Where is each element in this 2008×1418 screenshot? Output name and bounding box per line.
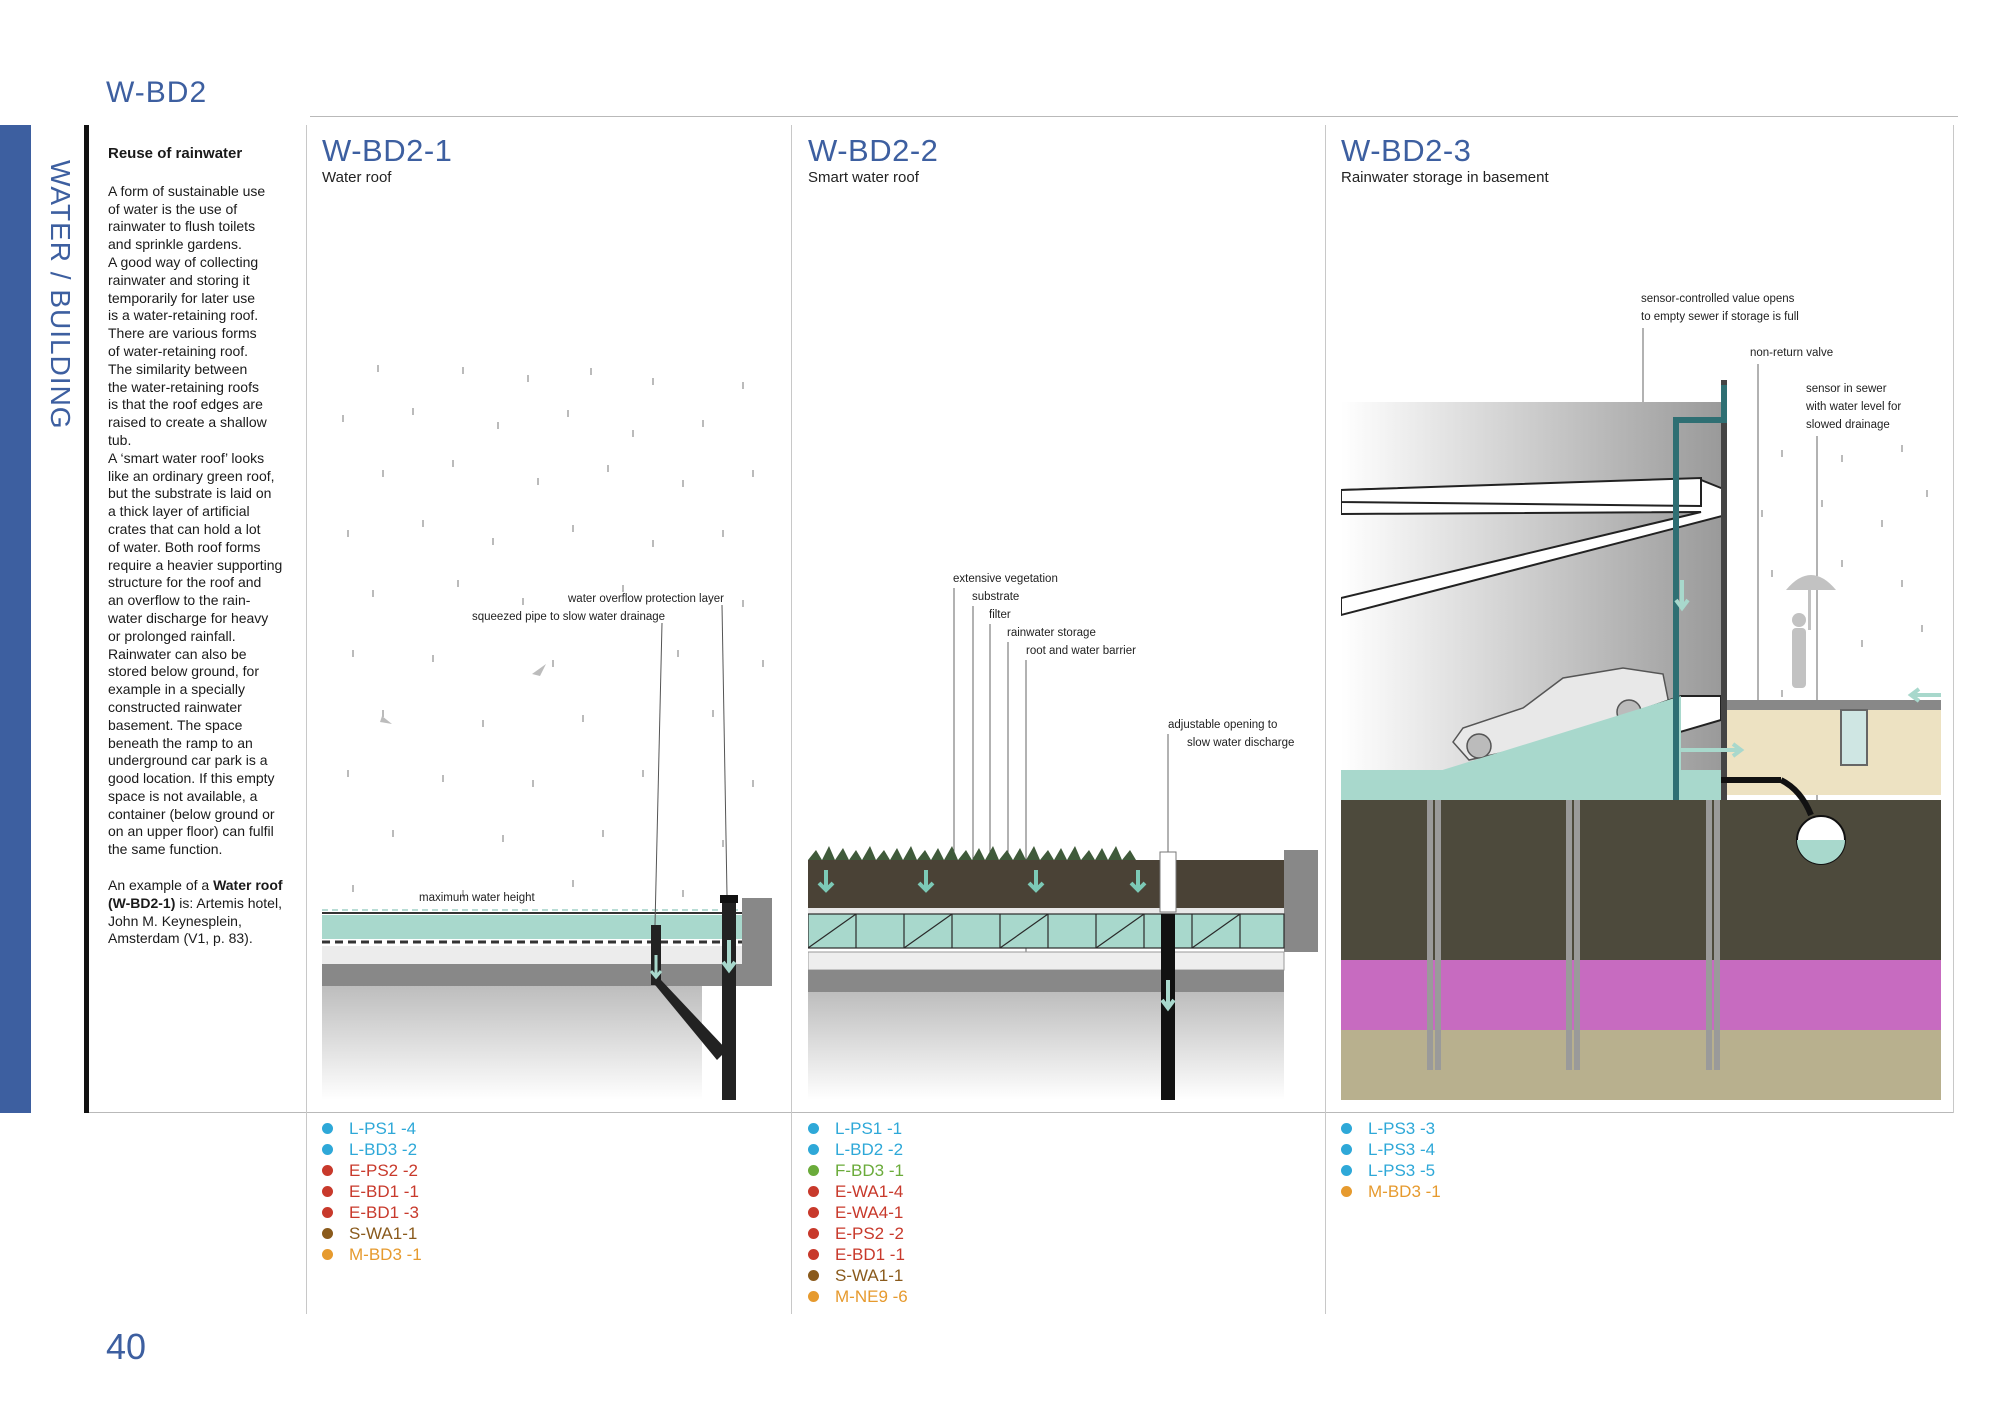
annotation-barrier: root and water barrier bbox=[1026, 645, 1136, 657]
storage-crates bbox=[808, 914, 1284, 948]
reference-item[interactable]: L-PS3 -5 bbox=[1341, 1160, 1441, 1181]
reference-item[interactable]: E-BD1 -3 bbox=[322, 1202, 422, 1223]
content-left-rule bbox=[84, 125, 89, 1113]
reference-item[interactable]: E-BD1 -1 bbox=[322, 1181, 422, 1202]
filter-layer bbox=[808, 908, 1284, 914]
column-divider bbox=[791, 125, 792, 1314]
annotation-sensor-valve: sensor-controlled value opens bbox=[1641, 293, 1795, 305]
annotation-substrate: substrate bbox=[972, 591, 1019, 603]
building-interior bbox=[322, 986, 702, 1100]
downpipe bbox=[1721, 380, 1727, 800]
reference-item[interactable]: L-PS3 -4 bbox=[1341, 1139, 1441, 1160]
intro-example: An example of a Water roof (W-BD2-1) is:… bbox=[108, 877, 298, 948]
roof-edge bbox=[1284, 850, 1318, 952]
panel-3-header: W-BD2-3 Rainwater storage in basement bbox=[1341, 133, 1549, 186]
water-surface-top bbox=[322, 912, 742, 914]
side-category-label: WATER / BUILDING bbox=[45, 160, 76, 430]
water-layer bbox=[322, 915, 742, 939]
annotation-squeezed-pipe: squeezed pipe to slow water drainage bbox=[472, 611, 665, 623]
section-code: W-BD2 bbox=[106, 76, 208, 109]
panel-3-references: L-PS3 -3 L-PS3 -4 L-PS3 -5 M-BD3 -1 bbox=[1341, 1118, 1441, 1202]
barrier-layer bbox=[808, 951, 1285, 971]
flow-arrows bbox=[817, 870, 1147, 893]
content-bottom-rule bbox=[89, 1112, 1953, 1113]
substrate-layer bbox=[808, 860, 1284, 908]
reference-item[interactable]: S-WA1-1 bbox=[808, 1265, 908, 1286]
panel-2-header: W-BD2-2 Smart water roof bbox=[808, 133, 938, 186]
reference-item[interactable]: E-WA4-1 bbox=[808, 1202, 908, 1223]
reference-item[interactable]: E-BD1 -1 bbox=[808, 1244, 908, 1265]
reference-item[interactable]: E-WA1-4 bbox=[808, 1181, 908, 1202]
reference-item[interactable]: M-BD3 -1 bbox=[322, 1244, 422, 1265]
vegetation-layer bbox=[808, 846, 1284, 860]
reference-item[interactable]: M-NE9 -6 bbox=[808, 1286, 908, 1307]
reference-item[interactable]: E-PS2 -2 bbox=[322, 1160, 422, 1181]
annotation-opening-2: slow water discharge bbox=[1187, 737, 1294, 749]
bird-icon bbox=[380, 664, 546, 724]
person-with-umbrella-icon bbox=[1786, 575, 1836, 688]
intro-example-suffix: is: Artemis hotel, John M. Keynesplein, … bbox=[108, 894, 282, 947]
foundation-piles bbox=[1427, 800, 1720, 1070]
roof-slab bbox=[808, 970, 1284, 992]
stored-rainwater bbox=[1391, 696, 1681, 786]
reference-item[interactable]: L-BD2 -2 bbox=[808, 1139, 908, 1160]
intro-body: A form of sustainable use of water is th… bbox=[108, 182, 283, 858]
intro-title: Reuse of rainwater bbox=[108, 145, 243, 162]
panel-1-header: W-BD2-1 Water roof bbox=[322, 133, 452, 186]
panel-1-references: L-PS1 -4 L-BD3 -2 E-PS2 -2 E-BD1 -1 E-BD… bbox=[322, 1118, 422, 1265]
reference-item[interactable]: E-PS2 -2 bbox=[808, 1223, 908, 1244]
intro-example-prefix: An example of a bbox=[108, 877, 214, 894]
smart-water-roof-diagram: extensive vegetation substrate filter ra… bbox=[808, 573, 1318, 1100]
annotation-sensor-valve-2: to empty sewer if storage is full bbox=[1641, 311, 1799, 323]
insulation-layer bbox=[322, 946, 742, 964]
upper-ramp bbox=[1341, 478, 1727, 617]
roof-edge bbox=[742, 898, 772, 986]
annotation-sewer-sensor-2: with water level for bbox=[1805, 401, 1901, 413]
top-rule bbox=[310, 116, 1958, 117]
annotation-storage: rainwater storage bbox=[1007, 627, 1096, 639]
panel-subtitle: Water roof bbox=[322, 169, 392, 186]
rainwater-basement-diagram: sensor-controlled value opens to empty s… bbox=[1341, 293, 1941, 1100]
building-interior bbox=[808, 992, 1284, 1100]
panel-subtitle: Rainwater storage in basement bbox=[1341, 169, 1549, 186]
panel-2-references: L-PS1 -1 L-BD2 -2 F-BD3 -1 E-WA1-4 E-WA4… bbox=[808, 1118, 908, 1307]
panel-title: W-BD2-1 bbox=[322, 133, 453, 168]
panel-subtitle: Smart water roof bbox=[808, 169, 919, 186]
annotation-nonreturn: non-return valve bbox=[1750, 347, 1833, 359]
reference-item[interactable]: M-BD3 -1 bbox=[1341, 1181, 1441, 1202]
annotation-filter: filter bbox=[989, 609, 1011, 621]
reference-item[interactable]: S-WA1-1 bbox=[322, 1223, 422, 1244]
intro-text-block: Reuse of rainwater A form of sustainable… bbox=[108, 145, 298, 948]
column-divider bbox=[1325, 125, 1326, 1314]
annotation-max-water: maximum water height bbox=[419, 892, 535, 904]
rain-drops bbox=[1761, 445, 1928, 707]
annotation-sewer-sensor-3: slowed drainage bbox=[1806, 419, 1890, 431]
rain-drops bbox=[342, 365, 764, 897]
reference-item[interactable]: L-BD3 -2 bbox=[322, 1139, 422, 1160]
reference-item[interactable]: F-BD3 -1 bbox=[808, 1160, 908, 1181]
annotation-overflow-layer: water overflow protection layer bbox=[567, 593, 724, 605]
water-roof-diagram: water overflow protection layer squeezed… bbox=[322, 365, 772, 1100]
inspection-well bbox=[1840, 709, 1868, 766]
column-divider bbox=[306, 125, 307, 1314]
panel-title: W-BD2-3 bbox=[1341, 133, 1472, 168]
annotation-opening: adjustable opening to bbox=[1168, 719, 1277, 731]
reference-item[interactable]: L-PS3 -3 bbox=[1341, 1118, 1441, 1139]
column-divider bbox=[1953, 125, 1954, 1113]
roof-slab bbox=[322, 964, 772, 986]
panel-title: W-BD2-2 bbox=[808, 133, 939, 168]
reference-item[interactable]: L-PS1 -4 bbox=[322, 1118, 422, 1139]
annotation-vegetation: extensive vegetation bbox=[953, 573, 1058, 585]
intro-example-bold: Water roof (W-BD2-1) bbox=[108, 877, 283, 911]
page-number: 40 bbox=[106, 1326, 147, 1367]
reference-item[interactable]: L-PS1 -1 bbox=[808, 1118, 908, 1139]
side-accent-bar bbox=[0, 125, 31, 1113]
annotation-sewer-sensor: sensor in sewer bbox=[1806, 383, 1887, 395]
